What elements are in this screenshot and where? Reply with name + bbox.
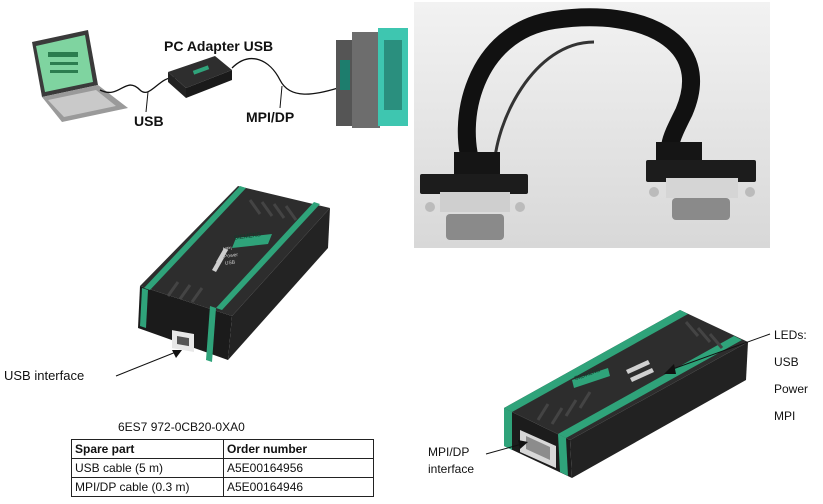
pc-adapter-icon — [168, 56, 232, 98]
mpi-cable-graphic — [414, 2, 770, 248]
diagram-mpi-dp-label: MPI/DP — [246, 109, 295, 125]
adapter-usb-side: SIEMENS MPI Power USB — [120, 178, 350, 364]
leds-title: LEDs: — [774, 328, 807, 342]
mpi-dp-interface-arrow — [485, 440, 528, 455]
adapter-usb-side-graphic — [138, 186, 330, 362]
led-label-mpi: MPI — [774, 409, 796, 423]
table-row: MPI/DP cable (0.3 m) A5E00164946 — [71, 477, 374, 497]
diagram-title: PC Adapter USB — [164, 38, 274, 54]
adapter-led-labels: MPI Power USB — [223, 245, 240, 268]
plc-icon — [336, 28, 408, 128]
table-caption: 6ES7 972-0CB20-0XA0 — [118, 420, 245, 434]
adapter-mpi-side-graphic — [504, 310, 748, 478]
connection-diagram: PC Adapter USB USB MPI/DP — [0, 0, 410, 160]
leds-arrow — [664, 333, 771, 374]
adapter-mpi-side: SIEMENS — [498, 300, 754, 480]
table-header-row: Spare part Order number — [71, 439, 374, 459]
db9-connector-left — [420, 152, 528, 240]
db9-connector-right — [646, 142, 756, 220]
mpi-dp-interface-label: MPI/DP interface — [428, 445, 475, 476]
table-row: USB cable (5 m) A5E00164956 — [71, 458, 374, 478]
mpi-cable-photo — [414, 2, 770, 248]
table-header-cell: Spare part — [71, 439, 224, 459]
connection-diagram-graphic — [32, 28, 408, 128]
laptop-icon — [32, 30, 128, 122]
spare-parts-table: Spare part Order number USB cable (5 m) … — [71, 439, 374, 497]
table-cell: MPI/DP cable (0.3 m) — [71, 477, 224, 497]
mpi-dp-cable — [231, 58, 339, 95]
usb-interface-label: USB interface — [4, 368, 85, 383]
usb-cable — [99, 77, 176, 93]
table-cell: A5E00164946 — [223, 477, 374, 497]
table-cell: A5E00164956 — [223, 458, 374, 478]
table-cell: USB cable (5 m) — [71, 458, 224, 478]
diagram-usb-label: USB — [134, 113, 164, 129]
led-label-power: Power — [774, 382, 809, 396]
led-label-usb: USB — [774, 355, 799, 369]
usb-interface-arrow — [115, 350, 182, 377]
table-header-cell: Order number — [223, 439, 374, 459]
